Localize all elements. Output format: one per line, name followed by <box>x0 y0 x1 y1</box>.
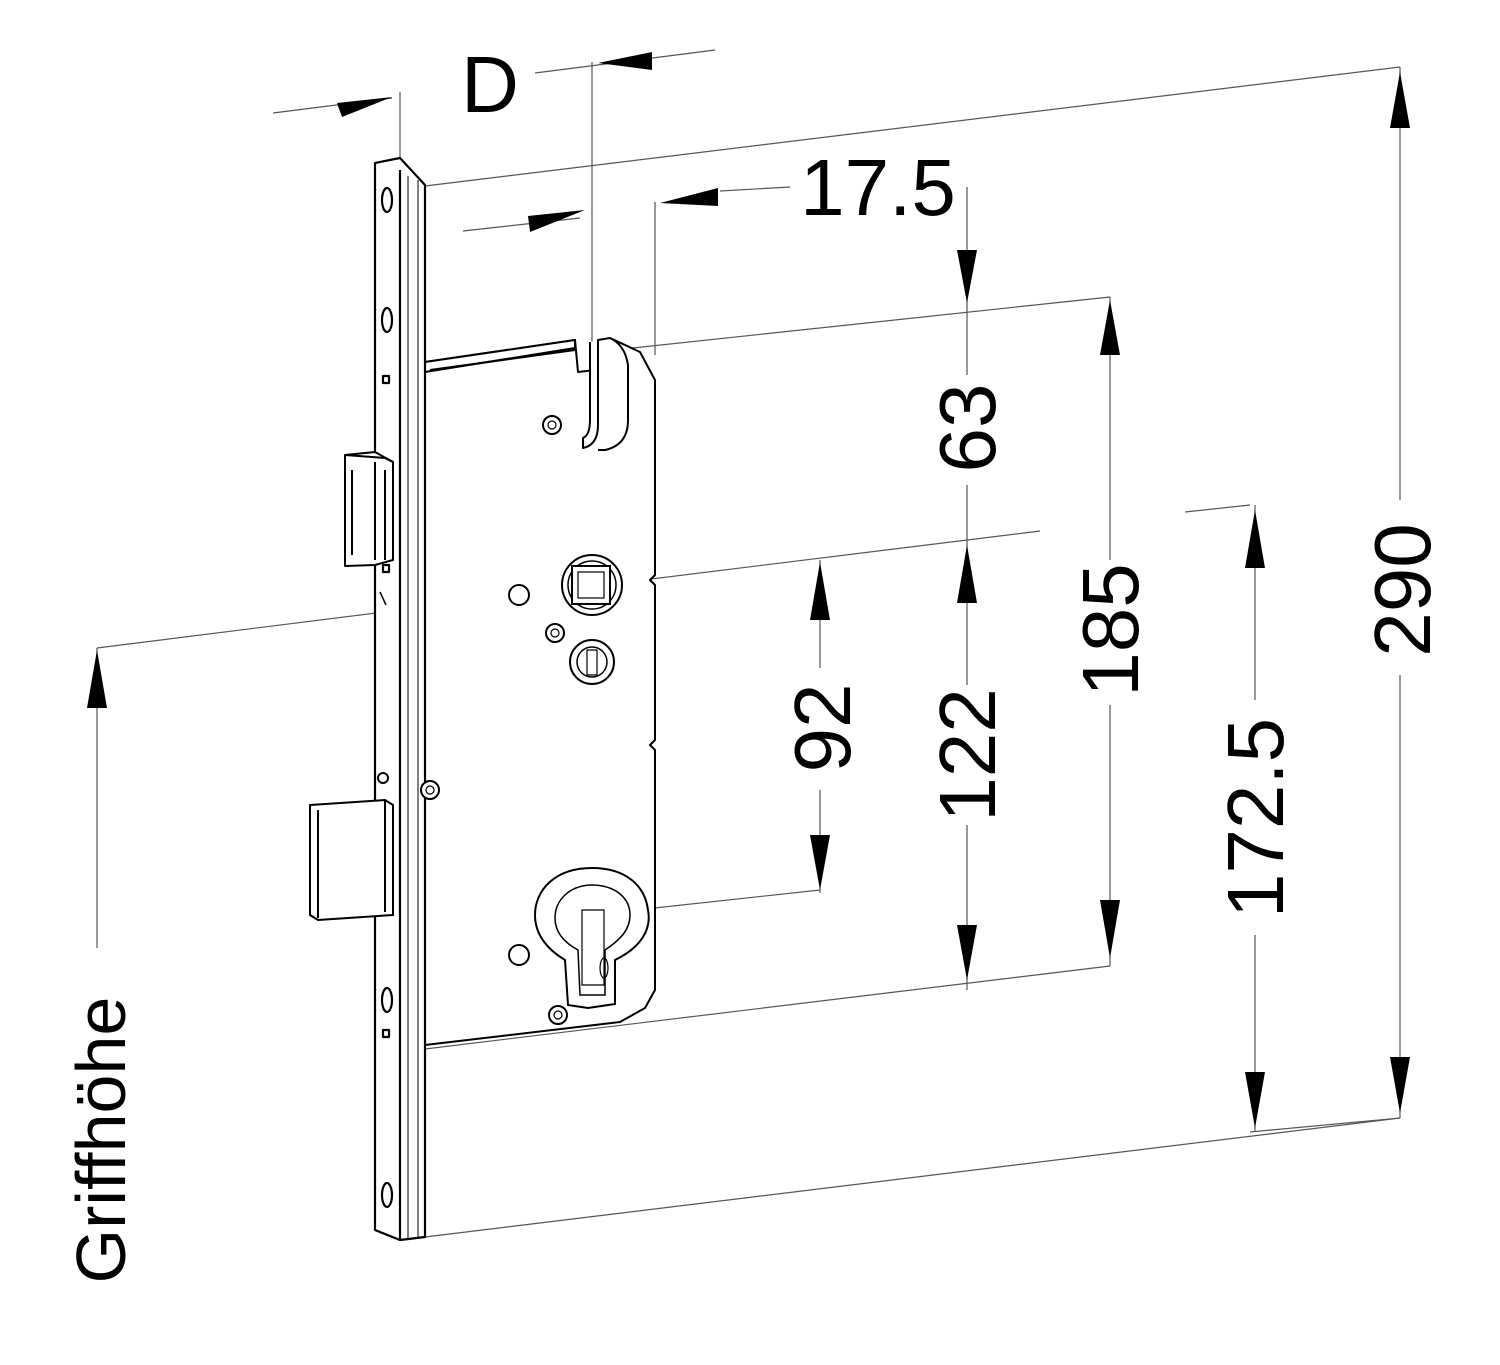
dimension-handle-height-lower: 172.5 <box>1211 718 1300 918</box>
dimension-backset: D <box>461 40 519 129</box>
dimension-latch-to-top: 63 <box>923 384 1012 473</box>
faceplate <box>373 156 427 1242</box>
extension-lines <box>96 49 1401 1238</box>
case-details <box>420 415 650 1025</box>
dimension-handle-to-cylinder: 92 <box>778 684 867 773</box>
dead-bolt <box>309 772 394 921</box>
dimension-arrows <box>87 52 1410 1128</box>
dimension-latch-to-bottom: 122 <box>923 688 1012 821</box>
dimension-faceplate-length: 290 <box>1358 523 1447 656</box>
handle-height-label: Griffhöhe <box>62 997 140 1284</box>
latch-bolt <box>344 451 394 567</box>
dimension-case-height: 185 <box>1066 563 1155 696</box>
dimension-faceplate-offset: 17.5 <box>800 143 956 232</box>
